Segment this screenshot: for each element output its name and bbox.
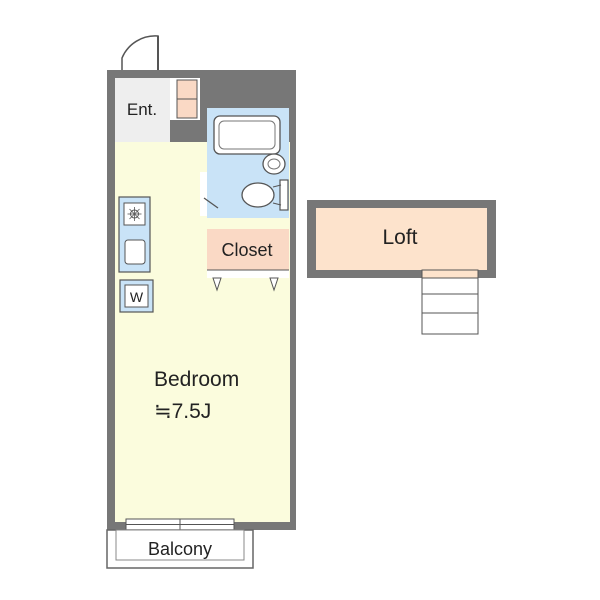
bedroom-label: Bedroom bbox=[154, 368, 239, 391]
entrance-door bbox=[121, 35, 159, 72]
loft-floor bbox=[316, 208, 487, 270]
closet-door-left bbox=[212, 277, 222, 292]
washer-icon bbox=[119, 279, 154, 313]
balcony-label: Balcony bbox=[148, 539, 212, 559]
bathtub-icon bbox=[213, 115, 281, 155]
balcony-window bbox=[125, 518, 235, 531]
closet-floor bbox=[207, 229, 289, 271]
closet-door-right bbox=[269, 277, 279, 292]
toilet-icon bbox=[241, 179, 289, 211]
sink-icon bbox=[124, 239, 146, 265]
loft-ladder bbox=[421, 269, 479, 335]
bathroom-door bbox=[200, 172, 219, 216]
bedroom-size: ≒7.5J bbox=[154, 400, 211, 423]
entrance-floor bbox=[115, 78, 170, 142]
closet-label: Closet bbox=[221, 240, 272, 260]
closet-door-strip bbox=[207, 270, 289, 278]
loft-label: Loft bbox=[382, 226, 417, 249]
washer-label: W bbox=[130, 289, 144, 305]
stove-icon bbox=[123, 202, 146, 226]
entrance-label: Ent. bbox=[127, 100, 157, 119]
washbasin-icon bbox=[262, 153, 286, 175]
